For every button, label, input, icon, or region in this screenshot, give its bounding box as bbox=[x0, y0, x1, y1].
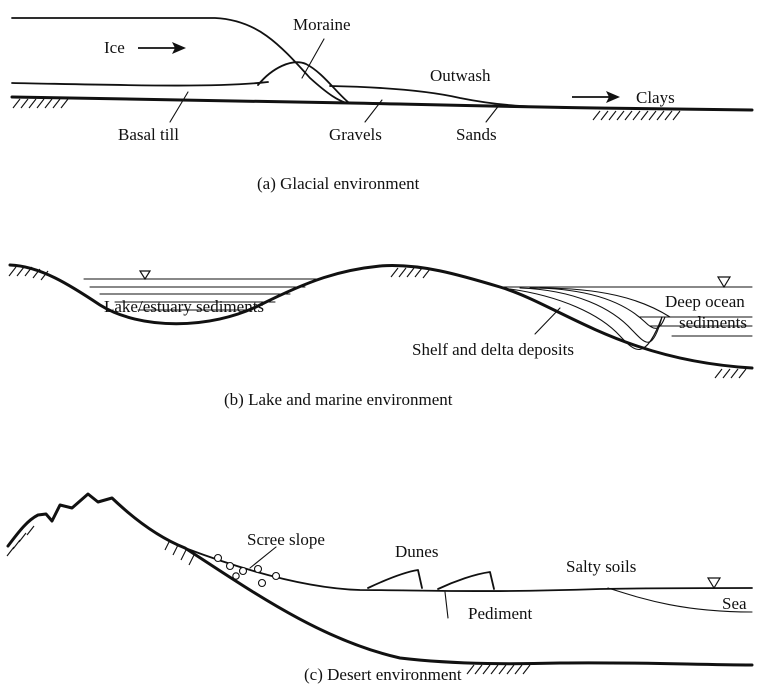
deep-ocean-layers bbox=[639, 316, 753, 337]
moraine-mound bbox=[257, 61, 349, 103]
leader-sands bbox=[485, 103, 501, 123]
label-deep-ocean-2: sediments bbox=[679, 313, 747, 332]
water-marker-sea bbox=[716, 276, 732, 289]
water-marker-lake bbox=[138, 270, 152, 281]
panel-desert: Scree slope Dunes Salty soils Pediment S… bbox=[6, 492, 754, 684]
label-sands: Sands bbox=[456, 125, 497, 144]
label-pediment: Pediment bbox=[468, 604, 532, 623]
label-basal-till: Basal till bbox=[118, 125, 179, 144]
leader-scree-slope bbox=[249, 546, 277, 569]
ground-hatch-c2 bbox=[164, 539, 195, 566]
ground-hatch-a2 bbox=[592, 110, 681, 121]
leader-basal-till bbox=[169, 91, 189, 123]
ice-sheet bbox=[11, 17, 347, 104]
clays-arrow bbox=[572, 91, 620, 103]
ice-base-line bbox=[11, 81, 269, 87]
caption-glacial: (a) Glacial environment bbox=[257, 174, 420, 193]
label-deep-ocean-1: Deep ocean bbox=[665, 292, 745, 311]
label-gravels: Gravels bbox=[329, 125, 382, 144]
leader-pediment bbox=[444, 591, 449, 619]
lake-sediment-layers bbox=[89, 286, 306, 311]
ground-surface-b bbox=[8, 263, 754, 370]
ice-flow-arrow bbox=[138, 42, 186, 54]
ground-hatch-b1 bbox=[8, 266, 49, 281]
ground-hatch-b3 bbox=[714, 368, 747, 379]
caption-lake-marine: (b) Lake and marine environment bbox=[224, 390, 453, 409]
label-outwash: Outwash bbox=[430, 66, 491, 85]
leader-gravels bbox=[364, 99, 383, 123]
label-dunes: Dunes bbox=[395, 542, 438, 561]
dune-1 bbox=[367, 569, 423, 589]
leader-shelf-delta bbox=[534, 307, 561, 335]
ground-surface-a bbox=[10, 95, 754, 112]
label-ice: Ice bbox=[104, 38, 125, 57]
label-salty-soils: Salty soils bbox=[566, 557, 636, 576]
dune-2 bbox=[437, 571, 495, 590]
panel-lake-marine: Lake/estuary sediments Shelf and delta d… bbox=[8, 263, 754, 409]
caption-desert: (c) Desert environment bbox=[304, 665, 462, 684]
pediment-surface bbox=[184, 547, 753, 592]
label-shelf-delta: Shelf and delta deposits bbox=[412, 340, 574, 359]
ground-hatch-c3 bbox=[466, 664, 531, 675]
ground-hatch-c1 bbox=[6, 525, 35, 557]
water-marker-desert bbox=[706, 577, 722, 590]
leader-moraine bbox=[301, 38, 325, 79]
ground-hatch-b2 bbox=[390, 267, 431, 279]
label-clays: Clays bbox=[636, 88, 675, 107]
panel-glacial: Ice Moraine Outwash Clays Basal till Gra… bbox=[10, 15, 754, 193]
label-lake-sediments: Lake/estuary sediments bbox=[104, 297, 264, 316]
scree-boulders bbox=[213, 553, 281, 588]
mountain-profile bbox=[6, 492, 754, 667]
label-scree-slope: Scree slope bbox=[247, 530, 325, 549]
label-sea: Sea bbox=[722, 594, 747, 613]
sea-floor bbox=[607, 587, 753, 613]
ground-hatch-a1 bbox=[12, 98, 69, 109]
label-moraine: Moraine bbox=[293, 15, 351, 34]
